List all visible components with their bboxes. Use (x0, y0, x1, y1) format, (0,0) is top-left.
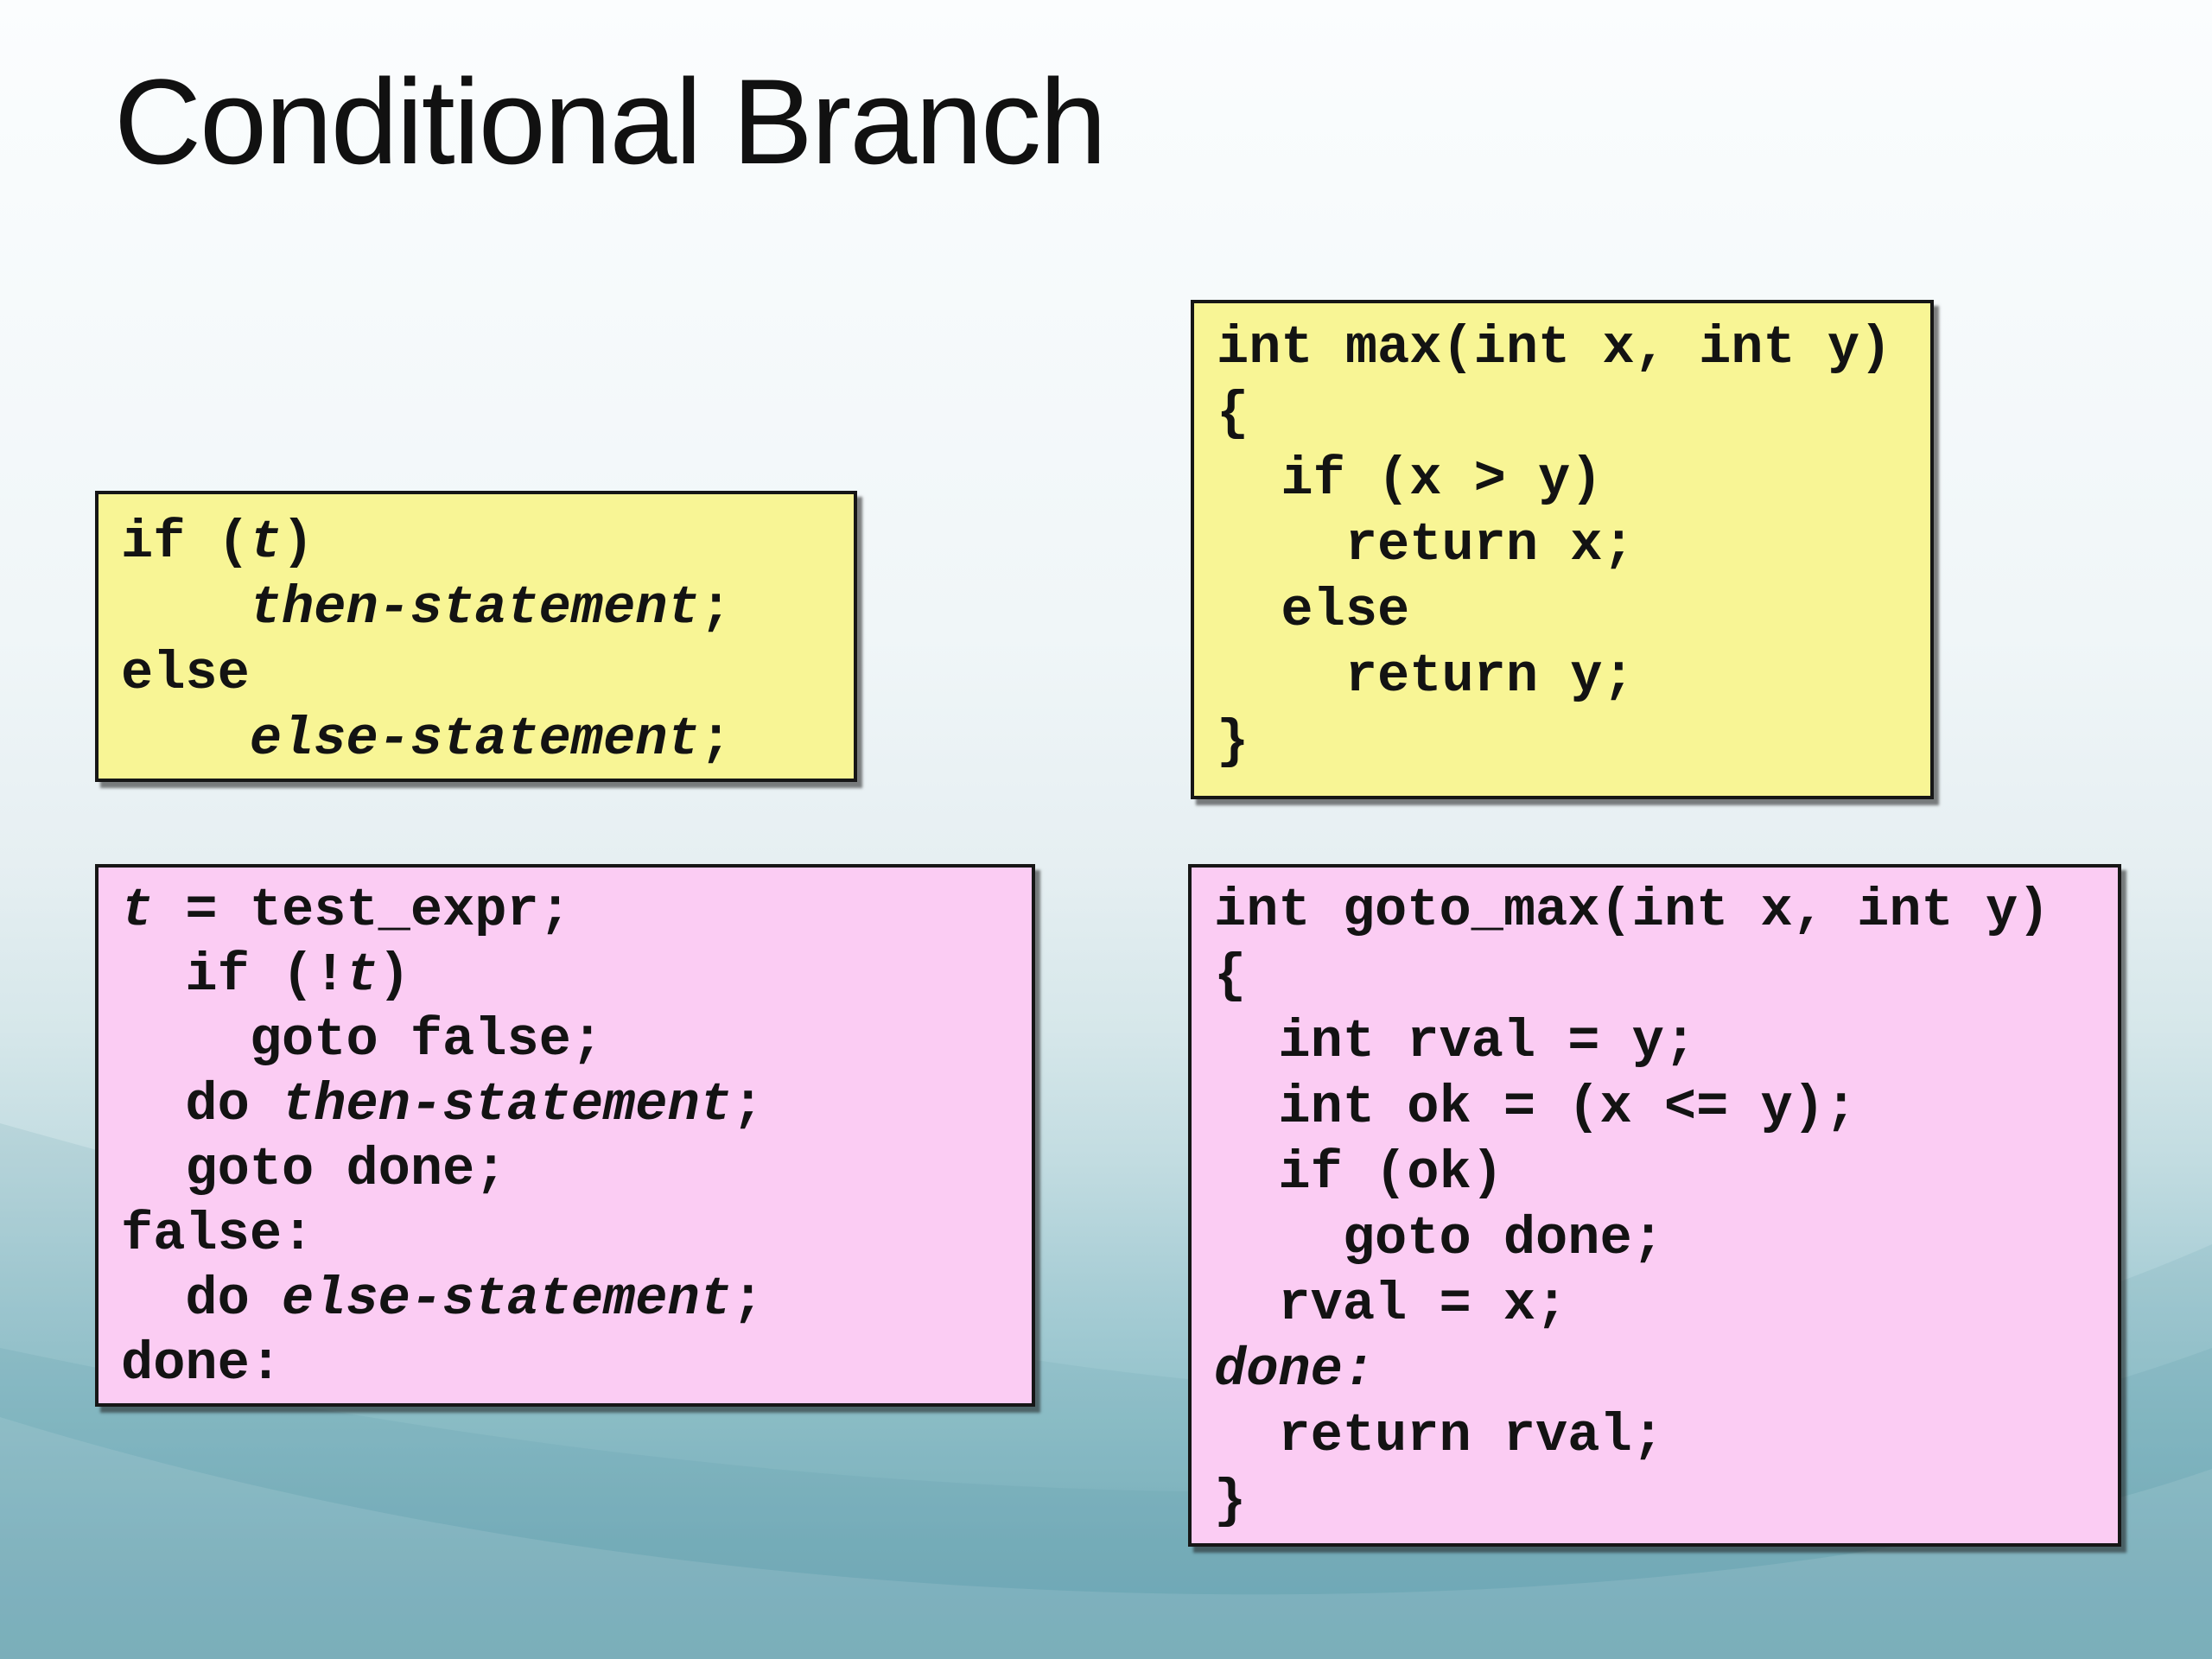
code-box-goto-max-function: int goto_max(int x, int y){ int rval = y… (1188, 864, 2121, 1547)
code-line: return rval; (1214, 1405, 1664, 1466)
code-line: t = test_expr; (121, 880, 571, 941)
code-line: do then-statement; (121, 1074, 765, 1135)
code-line: { (1214, 945, 1247, 1007)
code-line: { (1217, 383, 1249, 444)
code-box-if-else-pseudocode: if (t) then-statement;else else-statemen… (95, 491, 857, 782)
code-line: int ok = (x <= y); (1214, 1077, 1858, 1138)
code-line: else-statement; (249, 709, 732, 770)
code-line: } (1217, 711, 1249, 772)
code-line: do else-statement; (121, 1268, 765, 1330)
code-line: goto done; (121, 1139, 507, 1200)
code-line: else (121, 643, 250, 704)
code-line: rval = x; (1214, 1274, 1568, 1335)
code-line: int rval = y; (1214, 1011, 1697, 1072)
code-line: if (x > y) (1217, 448, 1603, 510)
code-line: false: (121, 1204, 315, 1265)
code-line: return x; (1217, 514, 1635, 575)
code-line: } (1214, 1471, 1247, 1532)
code-box-max-function: int max(int x, int y){ if (x > y) return… (1191, 300, 1934, 799)
code-line: if (ok) (1214, 1142, 1503, 1204)
code-line: else (1217, 580, 1410, 641)
code-line: return y; (1217, 645, 1635, 707)
code-box-goto-pseudocode: t = test_expr; if (!t) goto false; do th… (95, 864, 1035, 1407)
code-line: goto false; (121, 1009, 604, 1071)
code-line: goto done; (1214, 1208, 1664, 1269)
slide-title: Conditional Branch (114, 54, 1107, 189)
code-line: done: (121, 1333, 283, 1395)
code-line: done: (1214, 1339, 1376, 1401)
code-line: int max(int x, int y) (1217, 317, 1892, 378)
code-line: then-statement; (249, 577, 732, 639)
code-line: int goto_max(int x, int y) (1214, 880, 2050, 941)
code-line: if (t) (121, 512, 315, 573)
code-line: if (!t) (121, 944, 410, 1006)
